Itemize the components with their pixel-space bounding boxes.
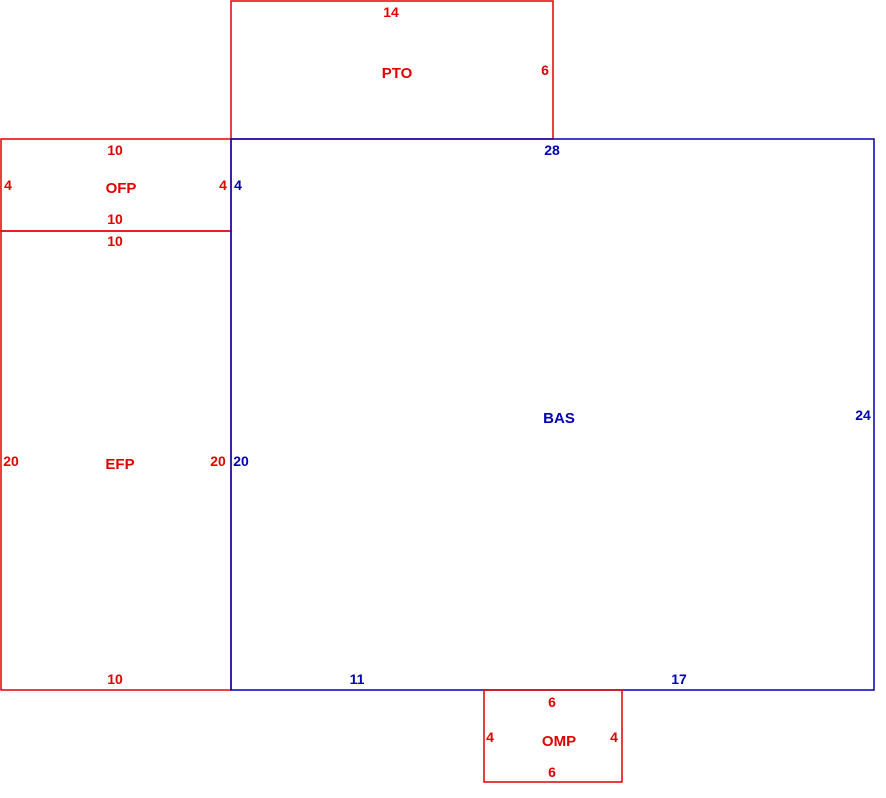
ofp-bottom-dimension: 10 bbox=[107, 211, 123, 227]
bas-area: 28 4 20 BAS 24 11 17 bbox=[230, 138, 875, 691]
ofp-right-dimension: 4 bbox=[219, 177, 227, 193]
bas-left-upper-dimension: 4 bbox=[234, 177, 242, 193]
efp-bottom-dimension: 10 bbox=[107, 671, 123, 687]
ofp-area: 10 4 OFP 4 10 bbox=[0, 138, 232, 232]
bas-top-dimension: 28 bbox=[544, 142, 560, 158]
pto-area: 14 PTO 6 bbox=[230, 0, 554, 140]
ofp-label: OFP bbox=[106, 180, 137, 197]
efp-right-dimension: 20 bbox=[210, 453, 226, 469]
omp-area: 6 4 OMP 4 6 bbox=[483, 689, 623, 783]
pto-top-dimension: 14 bbox=[383, 4, 399, 20]
bas-label: BAS bbox=[543, 410, 575, 427]
bas-bottom-left-dimension: 11 bbox=[350, 671, 365, 687]
efp-left-dimension: 20 bbox=[3, 453, 19, 469]
efp-area: 10 20 EFP 20 10 bbox=[0, 230, 232, 691]
omp-left-dimension: 4 bbox=[486, 729, 494, 745]
bas-left-lower-dimension: 20 bbox=[233, 453, 249, 469]
omp-outline bbox=[483, 689, 623, 783]
omp-top-dimension: 6 bbox=[548, 694, 556, 710]
omp-label: OMP bbox=[542, 733, 576, 750]
ofp-top-dimension: 10 bbox=[107, 142, 123, 158]
efp-top-dimension: 10 bbox=[107, 233, 123, 249]
omp-bottom-dimension: 6 bbox=[548, 764, 556, 780]
bas-right-dimension: 24 bbox=[855, 407, 871, 423]
pto-right-dimension: 6 bbox=[541, 62, 549, 78]
omp-right-dimension: 4 bbox=[610, 729, 618, 745]
ofp-left-dimension: 4 bbox=[4, 177, 12, 193]
bas-bottom-right-dimension: 17 bbox=[671, 671, 687, 687]
pto-label: PTO bbox=[382, 65, 413, 82]
efp-label: EFP bbox=[105, 456, 134, 473]
